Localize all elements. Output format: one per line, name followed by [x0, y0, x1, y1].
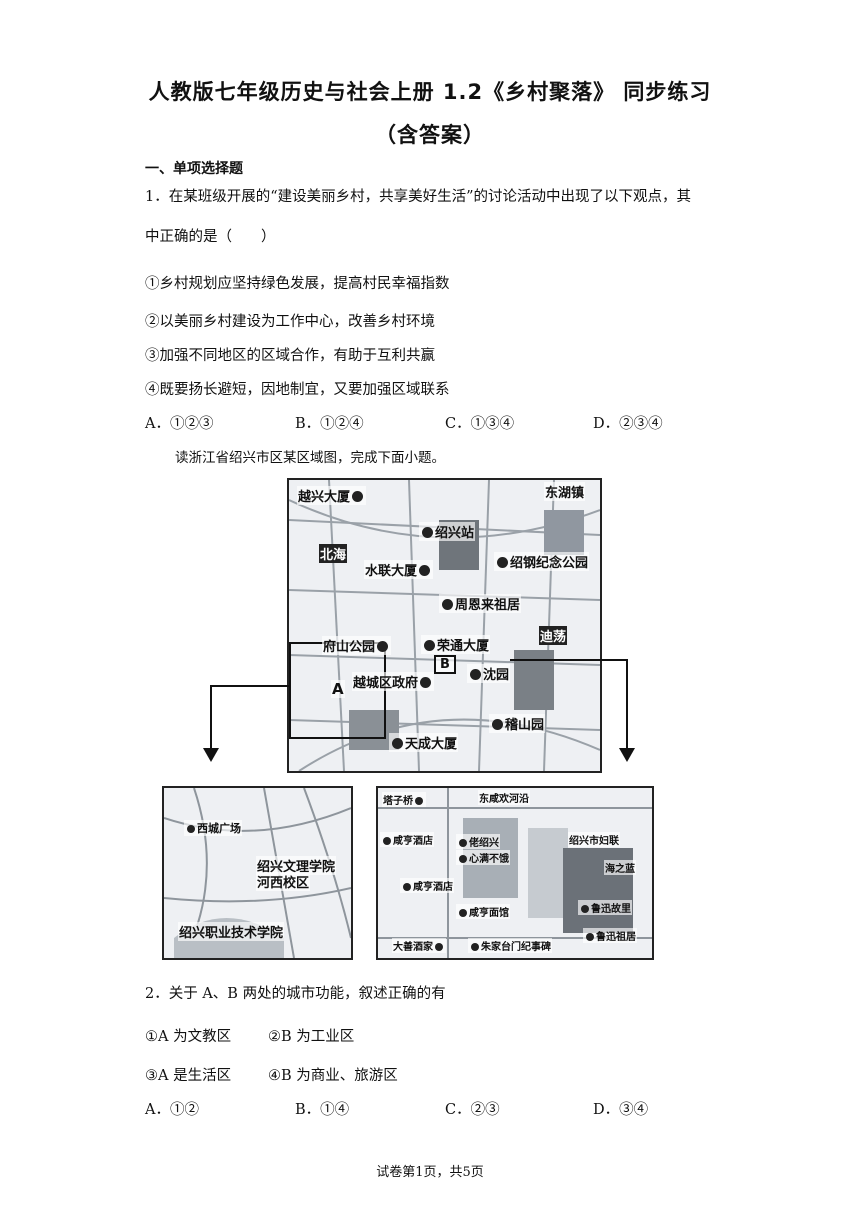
landmark-marker-icon: [586, 933, 594, 941]
q1-stem-line1: 1．在某班级开展的“建设美丽乡村，共享美好生活”的讨论活动中出现了以下观点，其: [145, 189, 692, 205]
label-dongxian-riverside: 东咸欢河沿: [478, 790, 530, 805]
label-tazi-bridge: 塔子桥: [382, 792, 426, 807]
label-xianheng-noodle: 咸亨面馆: [456, 904, 510, 919]
square-marker-icon: [187, 825, 195, 833]
landmark-marker-icon: [581, 905, 589, 913]
page-footer: 试卷第1页，共5页: [376, 1165, 484, 1180]
park-marker-icon: [492, 719, 503, 730]
arrow-down-icon: [203, 748, 219, 762]
label-didang: 迪荡: [539, 626, 568, 645]
label-womens-federation: 绍兴市妇联: [568, 832, 620, 847]
section-heading: 一、单项选择题: [145, 161, 243, 177]
q2-option-b[interactable]: B．①④: [295, 1102, 350, 1118]
building-marker-icon: [419, 565, 431, 576]
label-shaoxing-station: 绍兴站: [419, 522, 476, 541]
label-xianheng-hotel-1: 咸亨酒店: [380, 832, 434, 847]
q1-option-d[interactable]: D．②③④: [593, 416, 663, 432]
station-marker-icon: [422, 527, 433, 538]
label-vocational-college: 绍兴职业技术学院: [178, 922, 285, 941]
restaurant-marker-icon: [435, 943, 443, 951]
government-marker-icon: [420, 677, 432, 688]
label-shuilian-building: 水联大厦: [364, 560, 434, 579]
q1-option-a[interactable]: A．①②③: [145, 416, 214, 432]
label-xinmanbue: 心满不饿: [456, 850, 510, 865]
bridge-marker-icon: [415, 797, 423, 805]
label-donghu-town: 东湖镇: [544, 482, 586, 501]
page-subtitle: （含答案）: [375, 123, 485, 147]
label-zhouenlai-residence: 周恩来祖居: [439, 594, 522, 613]
page-title: 人教版七年级历史与社会上册 1.2《乡村聚落》 同步练习: [148, 80, 712, 104]
label-tiancheng-building: 天成大厦: [389, 733, 459, 752]
q2-option-c[interactable]: C．②③: [445, 1102, 500, 1118]
label-yuecheng-government: 越城区政府: [352, 672, 435, 691]
building-marker-icon: [392, 738, 403, 749]
q2-statement-4: ④B 为商业、旅游区: [268, 1068, 398, 1084]
zoom-map-b: 塔子桥 东咸欢河沿 咸亨酒店 绍兴市妇联 佬绍兴 心满不饿 海之蓝 咸亨酒店 咸…: [376, 786, 654, 960]
q2-option-d[interactable]: D．③④: [593, 1102, 649, 1118]
main-map: 越兴大厦 东湖镇 绍兴站 北海 绍钢纪念公园 水联大厦 周恩来祖居 府山公园 荣…: [287, 478, 602, 773]
label-hexi-campus: 河西校区: [256, 872, 311, 891]
label-jishan-garden: 稽山园: [489, 714, 546, 733]
building-marker-icon: [424, 640, 435, 651]
park-marker-icon: [377, 641, 389, 652]
q1-option-c[interactable]: C．①③④: [445, 416, 515, 432]
label-wenli-college: 绍兴文理学院: [256, 856, 337, 875]
arrow-down-icon: [619, 748, 635, 762]
shop-marker-icon: [459, 839, 467, 847]
label-luxun-hometown: 鲁迅故里: [578, 900, 632, 915]
hotel-marker-icon: [403, 883, 411, 891]
q2-statement-3: ③A 是生活区: [145, 1068, 232, 1084]
label-beihai: 北海: [319, 544, 348, 563]
label-area-b: B: [434, 655, 456, 674]
q1-statement-4: ④既要扬长避短，因地制宜，又要加强区域联系: [145, 382, 450, 398]
q1-statement-2: ②以美丽乡村建设为工作中心，改善乡村环境: [145, 314, 435, 330]
map-intro: 读浙江省绍兴市区某区域图，完成下面小题。: [175, 450, 445, 466]
label-rongtong-building: 荣通大厦: [421, 635, 491, 654]
label-luxun-ancestral-home: 鲁迅祖居: [583, 928, 637, 943]
q2-statement-1: ①A 为文教区: [145, 1029, 232, 1045]
restaurant-marker-icon: [459, 909, 467, 917]
q1-statement-3: ③加强不同地区的区域合作，有助于互利共赢: [145, 348, 435, 364]
zoom-map-a: 西城广场 绍兴文理学院 河西校区 绍兴职业技术学院: [162, 786, 353, 960]
label-shaogang-park: 绍钢纪念公园: [494, 552, 590, 571]
residence-marker-icon: [442, 599, 453, 610]
monument-marker-icon: [471, 943, 479, 951]
q2-statement-2: ②B 为工业区: [268, 1029, 355, 1045]
q2-option-a[interactable]: A．①②: [145, 1102, 199, 1118]
label-shen-garden: 沈园: [467, 664, 511, 683]
label-haizhilan: 海之蓝: [604, 860, 636, 875]
label-xianheng-hotel-2: 咸亨酒店: [400, 878, 454, 893]
park-marker-icon: [497, 557, 508, 568]
q1-option-b[interactable]: B．①②④: [295, 416, 364, 432]
hotel-marker-icon: [383, 837, 391, 845]
label-yuexing-building: 越兴大厦: [297, 486, 367, 505]
label-area-a: A: [331, 680, 345, 698]
label-zhujia-monument: 朱家台门纪事碑: [468, 938, 552, 953]
q1-stem-line2: 中正确的是（ ）: [145, 229, 276, 245]
shop-marker-icon: [459, 855, 467, 863]
building-marker-icon: [352, 491, 364, 502]
q1-statement-1: ①乡村规划应坚持绿色发展，提高村民幸福指数: [145, 276, 450, 292]
label-xicheng-square: 西城广场: [184, 820, 242, 836]
label-laoshaoxing: 佬绍兴: [456, 834, 500, 849]
q2-stem: 2．关于 A、B 两处的城市功能，叙述正确的有: [145, 986, 446, 1002]
garden-marker-icon: [470, 669, 481, 680]
label-dashan-restaurant: 大善酒家: [392, 938, 446, 953]
label-fushan-park: 府山公园: [322, 636, 392, 655]
